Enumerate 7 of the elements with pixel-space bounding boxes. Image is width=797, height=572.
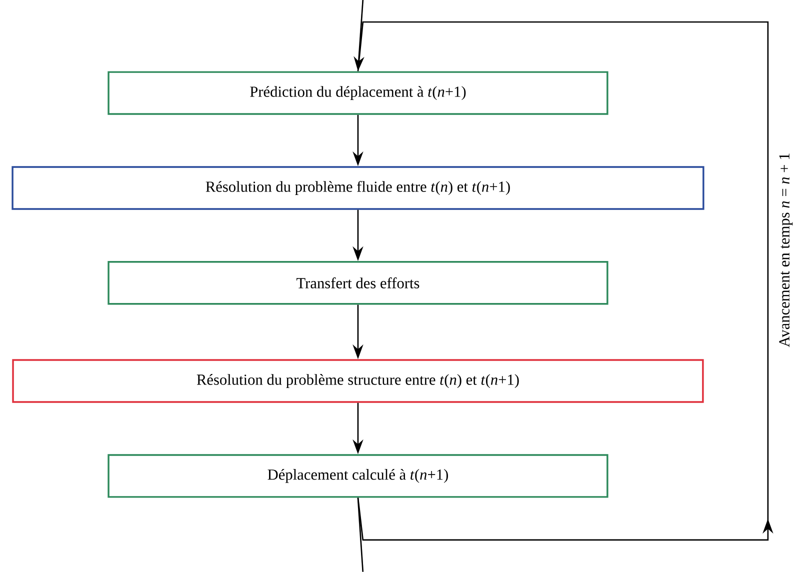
- line: [357, 498, 364, 572]
- process-box: Prédiction du déplacement à t(n+1): [108, 71, 608, 115]
- edge-label: Avancement en temps n = n + 1: [778, 151, 794, 349]
- process-box: Résolution du problème fluide entre t(n) et t(n+1): [12, 166, 704, 210]
- process-box: Déplacement calculé à t(n+1): [108, 454, 608, 498]
- process-box: Transfert des efforts: [108, 261, 608, 305]
- process-box: Résolution du problème structure entre t(n) et t(n+1): [12, 359, 704, 403]
